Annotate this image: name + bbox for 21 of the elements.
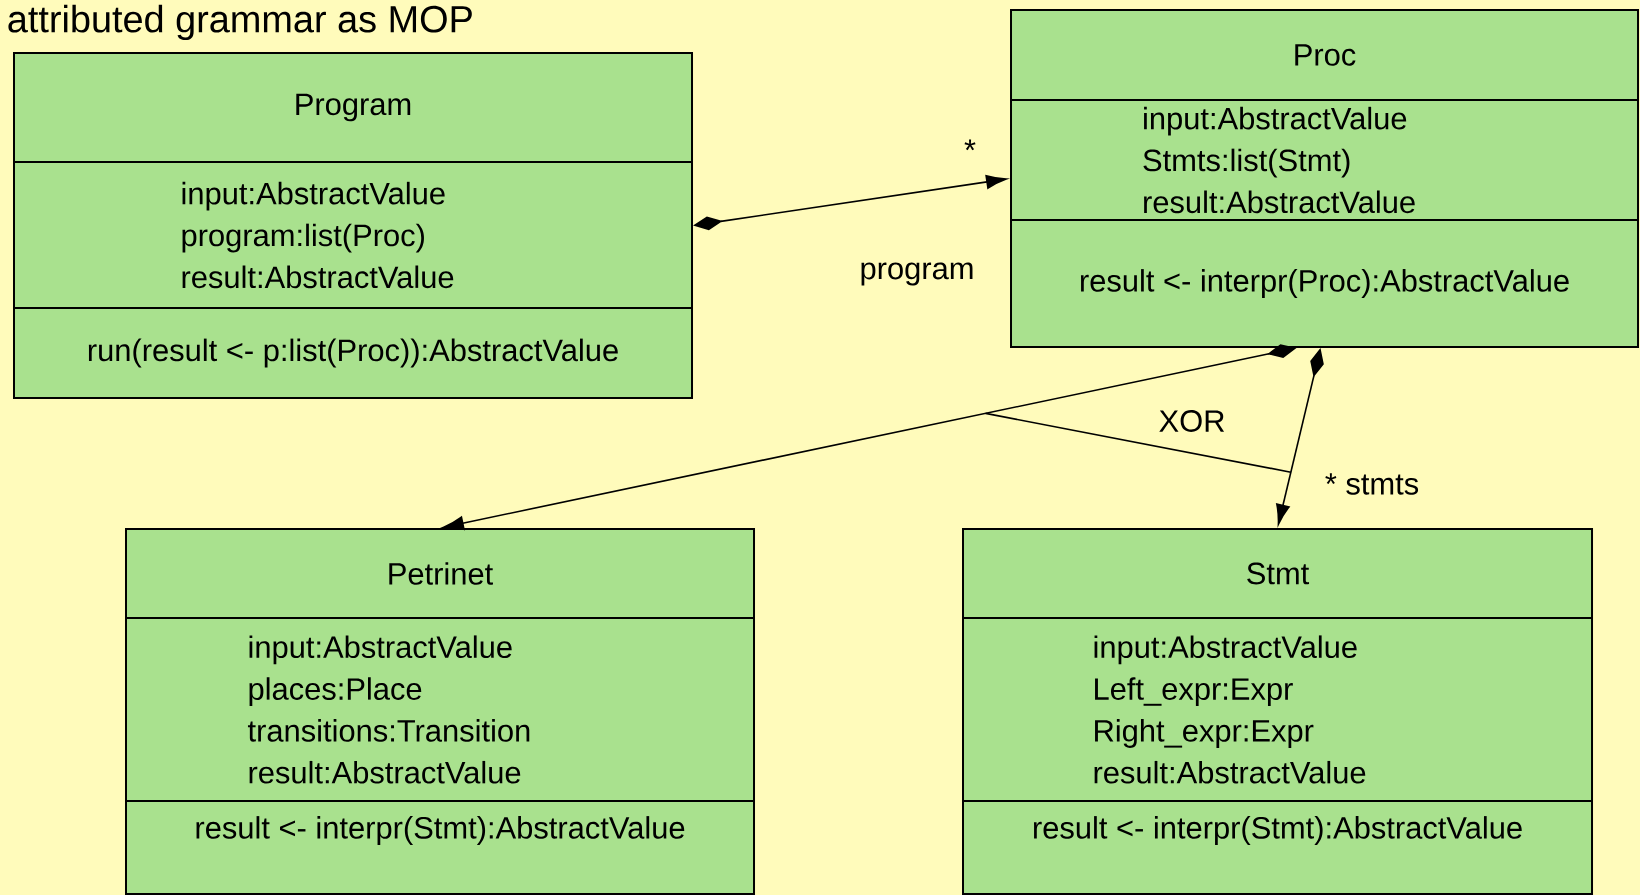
method-text: result <- interpr(Proc):AbstractValue (1080, 269, 1569, 298)
edge-label: program (861, 262, 973, 286)
method-text: result <- interpr(Stmt):AbstractValue (1034, 816, 1522, 845)
annotation: XOR (1159, 410, 1225, 432)
class-box (125, 528, 755, 895)
attribute-list: input:AbstractValue Stmts:list(Stmt) result:AbstractValue (1143, 106, 1415, 214)
class-name: Program (296, 93, 411, 122)
attribute-list: input:AbstractValue program:list(Proc) result:AbstractValue (182, 181, 454, 289)
attribute-list: input:AbstractValue places:Place transitions:Transition result:AbstractValue (247, 635, 530, 784)
class-box (1010, 9, 1639, 348)
class-name: Proc (1295, 44, 1356, 66)
class-name: Petrinet (389, 562, 493, 585)
method-text: result <- interpr(Stmt):AbstractValue (196, 816, 685, 845)
class-name: Stmt (1247, 562, 1310, 585)
method-text: run(result <- p:list(Proc)):AbstractValue (88, 338, 618, 368)
title: attributed grammar as MOP (8, 4, 472, 41)
attribute-list: input:AbstractValue Left_expr:Expr Right_expr:Expr result:AbstractValue (1094, 635, 1366, 784)
class-box (962, 528, 1593, 895)
class-box (13, 52, 693, 399)
annotation: * (964, 139, 976, 151)
edge-label: * stmts (1325, 473, 1419, 495)
